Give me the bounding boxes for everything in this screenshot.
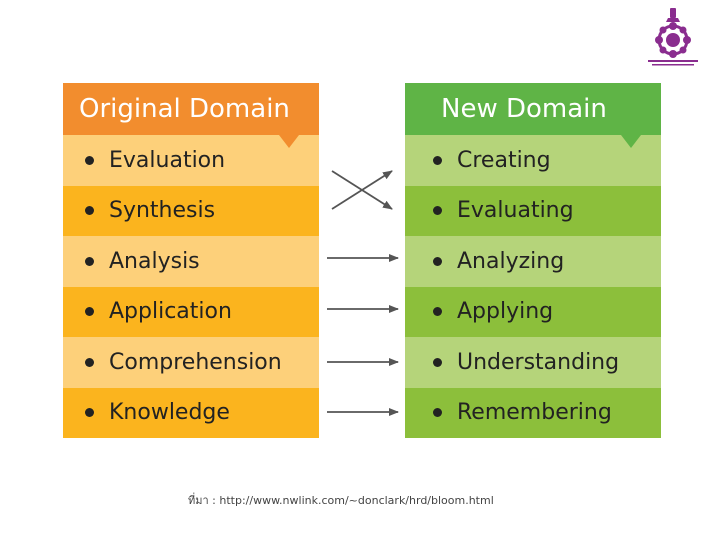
item-label: Evaluation xyxy=(109,147,226,173)
bullet-icon xyxy=(85,357,94,367)
bullet-icon xyxy=(85,155,94,165)
arrow-synthesis-to-creating xyxy=(331,170,393,210)
new-domain-panel: New Domain Creating Evaluating Analyzing… xyxy=(405,83,661,438)
new-item-applying: Applying xyxy=(405,286,661,337)
item-label: Synthesis xyxy=(109,198,216,224)
item-label: Creating xyxy=(457,147,551,173)
new-item-analyzing: Analyzing xyxy=(405,236,661,287)
original-item-analysis: Analysis xyxy=(63,236,319,287)
item-label: Comprehension xyxy=(109,349,282,375)
item-label: Evaluating xyxy=(457,198,574,224)
bullet-icon xyxy=(85,206,94,216)
original-domain-header: Original Domain xyxy=(63,83,319,148)
new-item-evaluating: Evaluating xyxy=(405,185,661,236)
header-pointer xyxy=(279,135,299,148)
new-domain-header: New Domain xyxy=(405,83,661,148)
item-label: Application xyxy=(109,299,232,325)
bullet-icon xyxy=(433,256,442,266)
item-label: Analysis xyxy=(109,248,200,274)
original-item-knowledge: Knowledge xyxy=(63,387,319,438)
bullet-icon xyxy=(85,307,94,317)
university-seal-icon xyxy=(648,8,698,66)
new-item-understanding: Understanding xyxy=(405,337,661,388)
bullet-icon xyxy=(433,206,442,216)
item-label: Understanding xyxy=(457,349,620,375)
bullet-icon xyxy=(433,408,442,418)
item-label: Remembering xyxy=(457,400,612,426)
bullet-icon xyxy=(433,357,442,367)
item-label: Analyzing xyxy=(457,248,565,274)
item-label: Applying xyxy=(457,299,554,325)
original-item-comprehension: Comprehension xyxy=(63,337,319,388)
original-item-application: Application xyxy=(63,286,319,337)
original-domain-panel: Original Domain Evaluation Synthesis Ana… xyxy=(63,83,319,438)
bullet-icon xyxy=(433,155,442,165)
new-item-creating: Creating xyxy=(405,135,661,186)
header-pointer xyxy=(621,135,641,148)
bullet-icon xyxy=(433,307,442,317)
bullet-icon xyxy=(85,408,94,418)
new-domain-title: New Domain xyxy=(441,94,607,124)
original-domain-title: Original Domain xyxy=(79,94,290,124)
original-item-evaluation: Evaluation xyxy=(63,135,319,186)
original-item-synthesis: Synthesis xyxy=(63,185,319,236)
bullet-icon xyxy=(85,256,94,266)
source-citation: ที่มา : http://www.nwlink.com/~donclark/… xyxy=(188,494,494,507)
item-label: Knowledge xyxy=(109,400,230,426)
new-item-remembering: Remembering xyxy=(405,387,661,438)
